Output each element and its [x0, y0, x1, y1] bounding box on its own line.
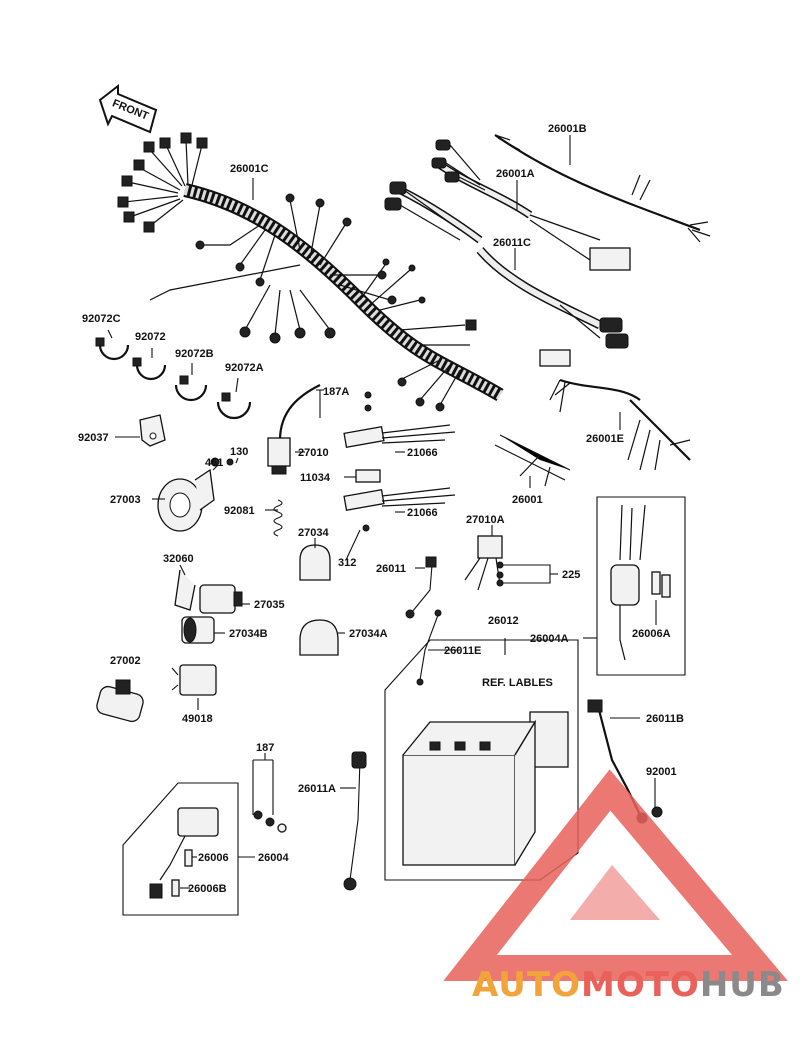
watermark-auto: AUTO	[472, 965, 581, 1005]
sub-harness-26001e	[539, 349, 691, 471]
front-arrow-badge: FRONT	[98, 83, 158, 134]
label-26001c: 26001C	[230, 163, 269, 175]
label-26011a: 26011A	[298, 783, 336, 795]
clamp-92072b	[174, 375, 208, 402]
switch-27010	[267, 384, 321, 475]
relay-27034a	[299, 619, 339, 656]
box-26004	[122, 782, 239, 916]
label-92072c: 92072C	[82, 313, 121, 325]
flasher-49018	[171, 664, 217, 696]
svg-text:AUTOMOTOHUB: AUTOMOTOHUB	[472, 965, 785, 1005]
label-461: 461	[205, 457, 223, 469]
battery-body	[402, 754, 516, 866]
label-27035: 27035	[254, 599, 285, 611]
label-26006b: 26006B	[188, 883, 227, 895]
label-92001: 92001	[646, 766, 677, 778]
label-92072: 92072	[135, 331, 166, 343]
sub-harness-26001a	[431, 139, 631, 271]
label-26011b: 26011B	[646, 713, 684, 725]
label-27034a: 27034A	[349, 628, 388, 640]
label-26001: 26001	[512, 494, 543, 506]
label-26004a: 26004A	[530, 633, 569, 645]
clamp-92072c	[95, 337, 130, 361]
connector-21066-upper	[343, 424, 456, 448]
fastener-187a	[316, 389, 372, 418]
connector-21066-lower	[343, 487, 456, 511]
label-21066-lower: 21066	[407, 507, 438, 519]
battery-box-26012	[384, 638, 579, 881]
watermark-moto: MOTO	[581, 965, 700, 1005]
bracket-187	[252, 759, 287, 833]
label-21066-upper: 21066	[407, 447, 438, 459]
clamp-92072	[132, 357, 167, 381]
label-92072b: 92072B	[175, 348, 214, 360]
label-130: 130	[230, 446, 248, 458]
leader-lines	[107, 135, 657, 889]
part-labels: 26001C 26001B 26001A 26011C 92072C 92072…	[78, 123, 684, 895]
watermark-hub: HUB	[700, 965, 785, 1005]
label-26001e: 26001E	[586, 433, 624, 445]
label-26006a: 26006A	[632, 628, 671, 640]
label-27003: 27003	[110, 494, 141, 506]
label-27034b: 27034B	[229, 628, 268, 640]
label-225: 225	[562, 569, 580, 581]
connector-11034	[355, 469, 381, 483]
label-26006: 26006	[198, 852, 229, 864]
sub-harness-26011c	[384, 181, 629, 349]
label-49018: 49018	[182, 713, 213, 725]
label-27010a: 27010A	[466, 514, 505, 526]
lead-26011e	[416, 609, 442, 686]
watermark-brand: AUTOMOTOHUB	[472, 965, 785, 1005]
label-26012: 26012	[488, 615, 519, 627]
connector-block	[589, 247, 631, 271]
label-312: 312	[338, 557, 356, 569]
label-27010: 27010	[298, 447, 329, 459]
sub-harness-26001b	[494, 134, 711, 243]
label-26004: 26004	[258, 852, 289, 864]
label-11034: 11034	[300, 472, 331, 484]
bracket-225	[502, 564, 558, 584]
label-27034: 27034	[298, 527, 329, 539]
label-26011e: 26011E	[444, 645, 481, 657]
bolt-92001	[651, 806, 663, 818]
label-26001a: 26001A	[496, 168, 535, 180]
unit-27034b	[181, 616, 215, 644]
label-92037: 92037	[78, 432, 109, 444]
watermark-logo-icon	[443, 769, 788, 981]
label-187a: 187A	[323, 386, 349, 398]
clamp-92072a	[216, 392, 252, 420]
label-32060: 32060	[163, 553, 194, 565]
label-27002: 27002	[110, 655, 141, 667]
label-187: 187	[256, 742, 274, 754]
label-92081: 92081	[224, 505, 255, 517]
regulator-27010a	[464, 535, 504, 591]
sub-harness-26001	[494, 430, 571, 487]
main-harness-26001c	[117, 132, 504, 412]
unit-27002	[96, 679, 144, 723]
bracket-32060	[174, 569, 196, 611]
label-26011c: 26011C	[493, 237, 531, 249]
spring-92081	[273, 499, 283, 537]
clamp-92037	[139, 414, 166, 447]
label-26001b: 26001B	[548, 123, 587, 135]
horn-27003	[157, 457, 234, 532]
label-26011: 26011	[376, 563, 406, 575]
relay-27034	[299, 524, 370, 581]
lead-26011	[405, 556, 437, 619]
box-26004a	[596, 496, 686, 676]
lead-26011a	[343, 751, 367, 891]
ref-labels-title: REF. LABLES	[482, 677, 553, 689]
label-92072a: 92072A	[225, 362, 264, 374]
unit-27035	[199, 584, 243, 614]
